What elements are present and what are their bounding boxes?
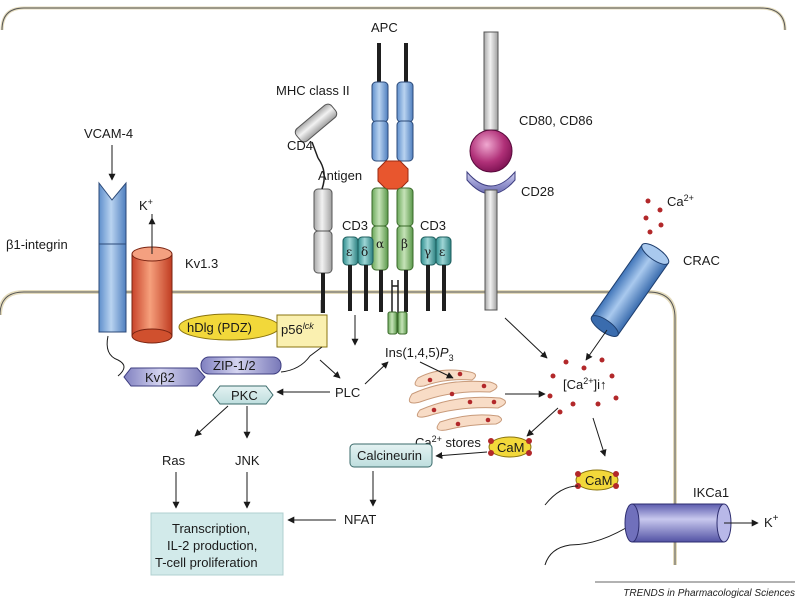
cam1-label: CaM	[497, 440, 524, 455]
calcineurin-box	[349, 443, 433, 468]
transcription-line2: IL-2 production,	[167, 538, 257, 553]
nfat-label: NFAT	[344, 512, 376, 527]
ca-top-dots	[643, 198, 664, 235]
ca-to-cam1-arrow	[526, 407, 559, 437]
gamma-label: γ	[424, 245, 431, 259]
cytosolic-ca-dots	[547, 357, 619, 415]
integrin-label: β1-integrin	[6, 237, 68, 252]
plc-label: PLC	[335, 385, 360, 400]
kv13-label: Kv1.3	[185, 256, 218, 271]
kvb2-label: Kvβ2	[145, 370, 175, 385]
p56-link	[280, 346, 323, 373]
cd3-epsilon-delta	[342, 236, 374, 311]
pkc-label: PKC	[231, 388, 258, 403]
cd28-label: CD28	[521, 184, 554, 199]
epsilon1-label: ε	[346, 245, 352, 259]
cam2	[575, 469, 619, 491]
cd28-to-ca-arrow	[504, 317, 548, 359]
calcineurin-label: Calcineurin	[357, 448, 422, 463]
ca-stores-er	[408, 369, 506, 431]
t-cell-membrane-line	[0, 291, 676, 565]
cam2-tether	[544, 485, 579, 506]
cd80-cd86	[469, 31, 513, 173]
crac-to-ca-arrow	[585, 329, 608, 361]
zip-label: ZIP-1/2	[213, 358, 256, 373]
plc-to-ins-arrow	[364, 361, 389, 385]
epsilon2-label: ε	[439, 245, 445, 259]
beta-label: β	[401, 237, 408, 251]
apc-label: APC	[371, 20, 398, 35]
p56lck-box	[276, 314, 328, 348]
cd4-coreceptor	[294, 103, 338, 313]
zip-box	[200, 356, 282, 375]
ca-level-label: [Ca2+]i↑	[563, 376, 607, 392]
kvb2-shape	[123, 367, 206, 387]
ins-label: Ins(1,4,5)P3	[385, 345, 454, 363]
p56-to-plc-arrow	[319, 359, 341, 379]
transcription-line1: Transcription,	[172, 521, 250, 536]
ikca1-label: IKCa1	[693, 485, 729, 500]
cd3-left-label: CD3	[342, 218, 368, 233]
delta-label: δ	[361, 245, 368, 259]
k-out-label: K+	[764, 513, 779, 530]
apc-membrane-line	[1, 7, 786, 31]
pkc-to-ras-arrow	[194, 405, 229, 437]
cd3-gamma-epsilon	[420, 236, 452, 311]
transcription-line3: T-cell proliferation	[155, 555, 258, 570]
cd4-label: CD4	[287, 138, 313, 153]
t-cell-membrane	[0, 290, 677, 565]
mhc-label: MHC class II	[276, 83, 350, 98]
antigen-octagon	[377, 160, 409, 190]
transcription-box	[150, 512, 284, 576]
cd3-right-label: CD3	[420, 218, 446, 233]
crac-label: CRAC	[683, 253, 720, 268]
beta1-integrin	[98, 181, 127, 333]
jnk-label: JNK	[235, 453, 260, 468]
ins-to-stores-arrow	[419, 361, 454, 379]
ca-top-label: Ca2+	[667, 193, 694, 209]
vcam-label: VCAM-4	[84, 126, 133, 141]
alpha-label: α	[376, 237, 384, 251]
mhc-class-ii	[371, 43, 414, 162]
cam1	[488, 436, 532, 458]
membrane-tether	[106, 335, 125, 377]
ras-label: Ras	[162, 453, 186, 468]
ikca1-tail	[544, 522, 635, 566]
crac-channel	[590, 243, 670, 337]
cd80-label: CD80, CD86	[519, 113, 593, 128]
hdlg-label: hDlg (PDZ)	[187, 320, 252, 335]
ca-to-cam2-arrow	[592, 417, 607, 457]
tcr-alpha-beta	[371, 187, 414, 335]
pkc-shape	[212, 385, 274, 405]
source-credit: TRENDS in Pharmacological Sciences	[623, 588, 795, 599]
cd28	[466, 170, 516, 311]
cam2-label: CaM	[585, 473, 612, 488]
cam-to-calcineurin-arrow	[435, 451, 488, 459]
kplus-label: K+	[139, 197, 153, 213]
ikca1-channel	[624, 503, 732, 543]
p56-label: p56lck	[281, 321, 314, 337]
antigen-label: Antigen	[318, 168, 362, 183]
kv13-channel	[131, 214, 173, 344]
